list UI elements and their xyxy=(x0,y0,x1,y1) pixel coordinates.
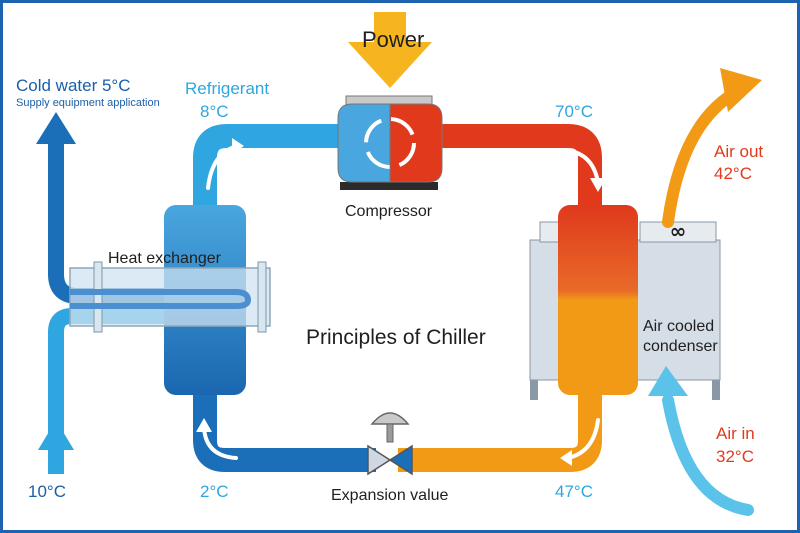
hot-temp-label: 70°C xyxy=(555,102,593,121)
pipe-condenser-to-valve xyxy=(398,390,602,472)
air-in-arrow xyxy=(648,366,754,516)
refrigerant-temp-label: 8°C xyxy=(200,102,229,121)
compressor-label: Compressor xyxy=(345,203,433,220)
heat-exchanger xyxy=(69,205,271,395)
air-in-temp-label: 32°C xyxy=(716,447,754,466)
condenser-label-line-1: Air cooled xyxy=(643,318,715,335)
pipe-hot-to-condenser xyxy=(430,124,602,212)
air-out-temp-label: 42°C xyxy=(714,164,752,183)
air-out-label: Air out xyxy=(714,142,764,161)
diagram-title: Principles of Chiller xyxy=(306,326,486,349)
after-condenser-temp-label: 47°C xyxy=(555,482,593,501)
condenser-label-line-2: condenser xyxy=(643,338,718,355)
rotation-arrows-icon xyxy=(364,117,416,169)
flow-arrow-icon xyxy=(566,418,600,460)
power-label: Power xyxy=(362,27,425,52)
air-out-arrow xyxy=(662,68,762,228)
refrigerant-label: Refrigerant xyxy=(185,79,270,98)
heat-exchanger-label: Heat exchanger xyxy=(108,250,221,267)
air-cooled-condenser: ∞ ∞ xyxy=(529,205,721,400)
fan-icon: ∞ xyxy=(670,219,687,243)
air-in-label: Air in xyxy=(716,424,755,443)
inlet-temp-label: 10°C xyxy=(28,482,66,501)
cold-water-sublabel: Supply equipment application xyxy=(16,97,160,109)
expansion-valve-label: Expansion value xyxy=(331,487,449,504)
pipe-valve-to-exchanger xyxy=(193,392,376,472)
expansion-valve xyxy=(367,412,413,476)
flow-arrow-icon xyxy=(202,426,238,460)
pipe-cold-to-compressor xyxy=(193,124,352,208)
after-valve-temp-label: 2°C xyxy=(200,482,229,501)
condenser-label: Air cooled condenser xyxy=(643,317,718,357)
cold-water-label: Cold water 5°C xyxy=(16,76,131,95)
power-arrow xyxy=(348,12,432,88)
flow-arrow-icon xyxy=(558,148,600,184)
compressor xyxy=(337,95,443,190)
